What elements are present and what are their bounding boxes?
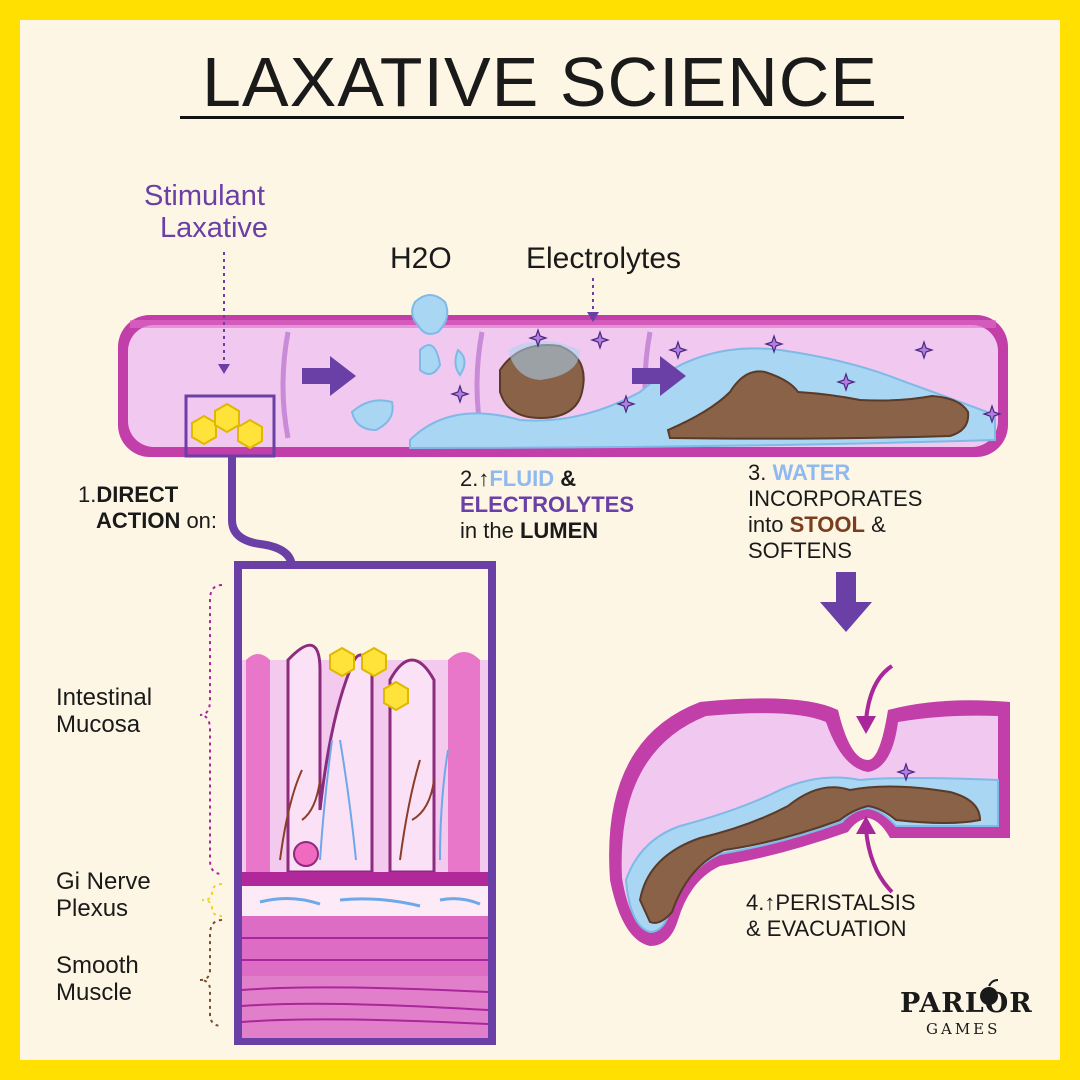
- logo-subtitle: GAMES: [926, 1020, 1000, 1038]
- h2o-label: H2O: [390, 242, 452, 276]
- logo: PARLOR: [900, 988, 1033, 1019]
- up-arrow-icon: ↑: [478, 466, 489, 491]
- down-arrow-icon: [820, 572, 872, 632]
- electrolytes-label: Electrolytes: [526, 242, 681, 276]
- step-1: 1.DIRECT ACTION on:: [78, 482, 217, 534]
- intestinal-mucosa-label: Intestinal Mucosa: [56, 684, 152, 738]
- up-arrow-icon: ↑: [764, 890, 775, 915]
- cross-section: [238, 565, 492, 1041]
- poster: LAXATIVE SCIENCE: [20, 20, 1060, 1060]
- smooth-muscle-label: Smooth Muscle: [56, 952, 139, 1006]
- gi-nerve-plexus-label: Gi Nerve Plexus: [56, 868, 151, 922]
- step-2: 2.↑FLUID & ELECTROLYTES in the LUMEN: [460, 466, 634, 544]
- step-4: 4.↑PERISTALSIS & EVACUATION: [746, 890, 916, 942]
- step-3: 3. WATER INCORPORATES into STOOL & SOFTE…: [748, 460, 922, 564]
- stimulant-laxative-label: Stimulant Laxative: [144, 180, 268, 244]
